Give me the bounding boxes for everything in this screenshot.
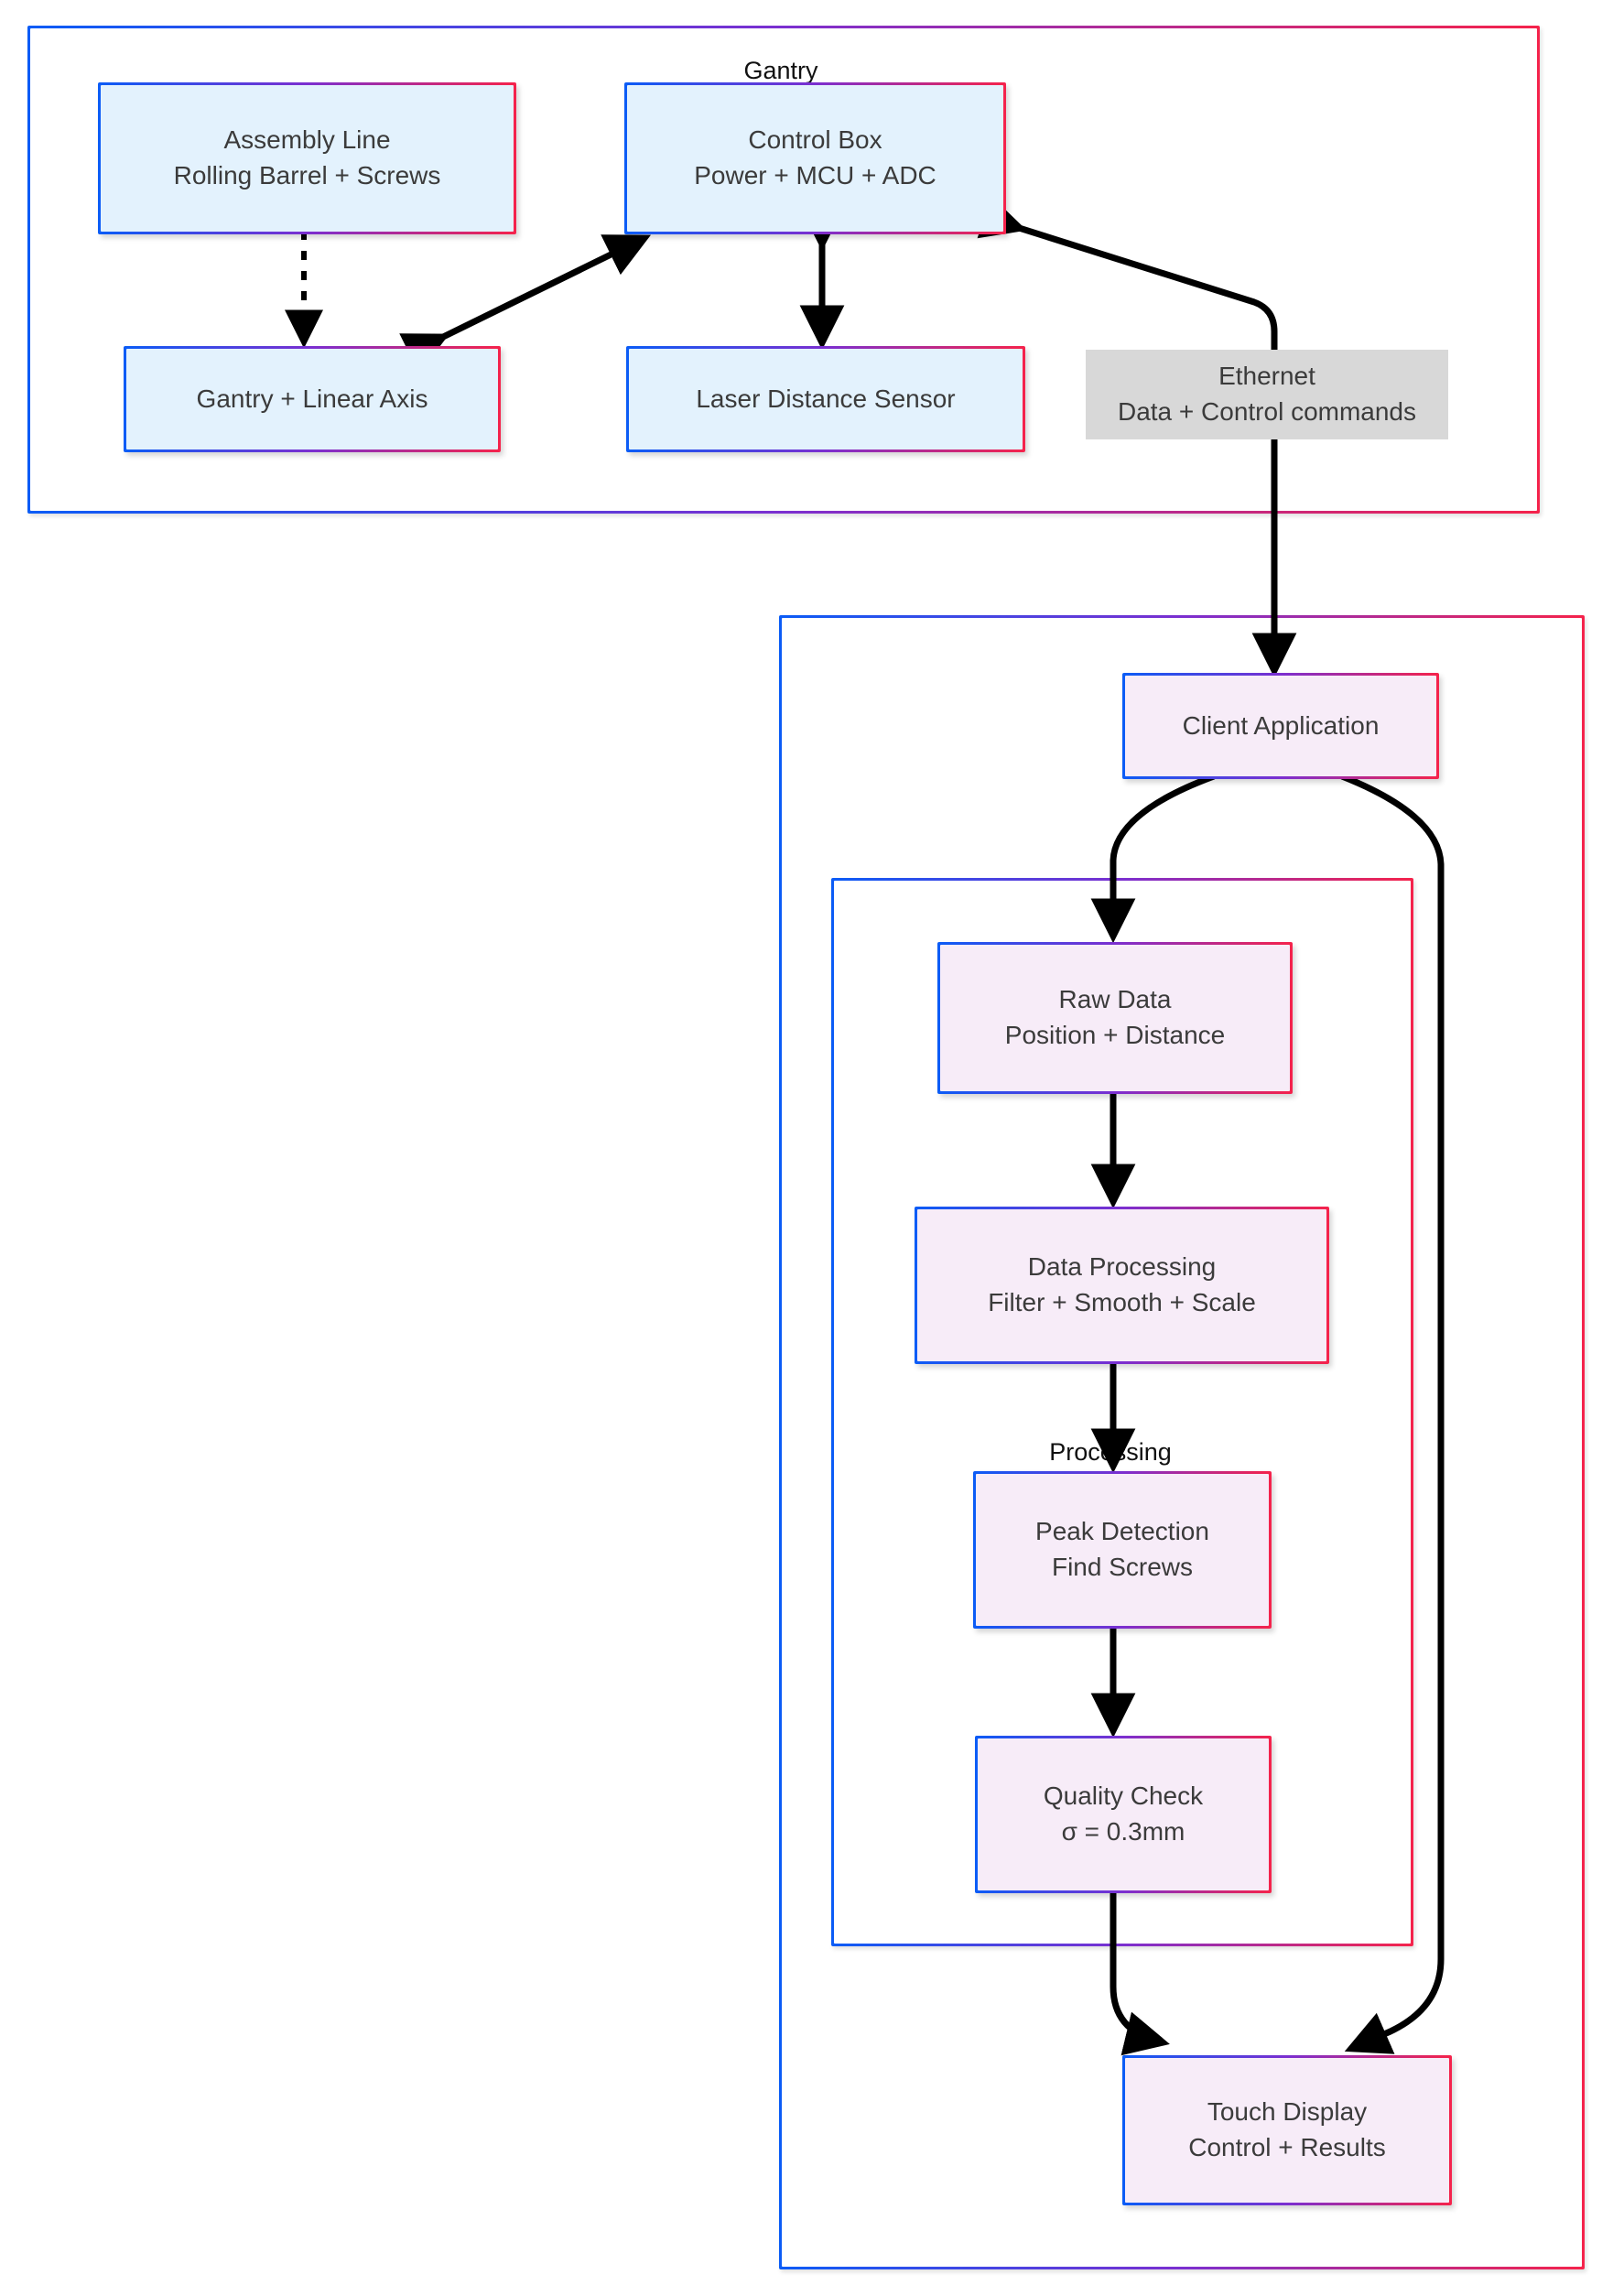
node-quality-check[interactable]: Quality Check σ = 0.3mm [975,1736,1272,1893]
node-laser-distance-sensor-line-1: Laser Distance Sensor [696,384,956,413]
cluster-processing-label: Processing [1049,1438,1172,1466]
node-data-processing-line-1: Data Processing [1027,1252,1217,1282]
node-touch-display-line-2: Control + Results [1188,2133,1386,2161]
node-assembly-line[interactable]: Assembly Line Rolling Barrel + Screws [98,82,516,234]
node-raw-data-body: Raw Data Position + Distance [940,945,1290,1091]
edge-label-ethernet: Ethernet Data + Control commands [1086,350,1448,439]
node-gantry-linear-axis[interactable]: Gantry + Linear Axis [124,346,501,452]
node-assembly-line-body: Assembly Line Rolling Barrel + Screws [101,85,514,232]
node-control-box-line-1: Control Box [748,125,882,155]
node-touch-display-line-1: Touch Display [1207,2097,1368,2127]
node-quality-check-body: Quality Check σ = 0.3mm [978,1738,1269,1890]
node-data-processing[interactable]: Data Processing Filter + Smooth + Scale [915,1207,1329,1364]
node-control-box-body: Control Box Power + MCU + ADC [627,85,1003,232]
node-laser-distance-sensor-body: Laser Distance Sensor [629,349,1023,449]
node-laser-distance-sensor[interactable]: Laser Distance Sensor [626,346,1025,452]
node-peak-detection[interactable]: Peak Detection Find Screws [973,1471,1272,1629]
node-peak-detection-line-1: Peak Detection [1035,1517,1209,1546]
node-raw-data[interactable]: Raw Data Position + Distance [937,942,1293,1094]
node-touch-display-body: Touch Display Control + Results [1125,2058,1449,2203]
cluster-gantry-label: Gantry [743,57,818,84]
node-assembly-line-line-1: Assembly Line [223,125,391,155]
node-gantry-linear-axis-body: Gantry + Linear Axis [126,349,498,449]
node-peak-detection-line-2: Find Screws [1051,1553,1194,1581]
node-control-box[interactable]: Control Box Power + MCU + ADC [624,82,1006,234]
node-client-application[interactable]: Client Application [1122,673,1439,779]
edge-label-ethernet-line-1: Ethernet [1218,362,1315,391]
node-quality-check-line-2: σ = 0.3mm [1061,1817,1185,1846]
node-touch-display[interactable]: Touch Display Control + Results [1122,2055,1452,2205]
node-client-application-body: Client Application [1125,676,1436,776]
node-gantry-linear-axis-line-1: Gantry + Linear Axis [196,384,428,413]
node-raw-data-line-2: Position + Distance [1004,1021,1226,1049]
node-assembly-line-line-2: Rolling Barrel + Screws [173,161,441,190]
node-data-processing-body: Data Processing Filter + Smooth + Scale [917,1209,1326,1361]
node-data-processing-line-2: Filter + Smooth + Scale [988,1288,1256,1316]
node-peak-detection-body: Peak Detection Find Screws [976,1474,1269,1626]
edge-label-ethernet-line-2: Data + Control commands [1117,397,1417,426]
node-quality-check-line-1: Quality Check [1043,1782,1204,1811]
node-raw-data-line-1: Raw Data [1058,985,1172,1014]
node-control-box-line-2: Power + MCU + ADC [694,161,936,190]
node-client-application-line-1: Client Application [1182,710,1380,740]
